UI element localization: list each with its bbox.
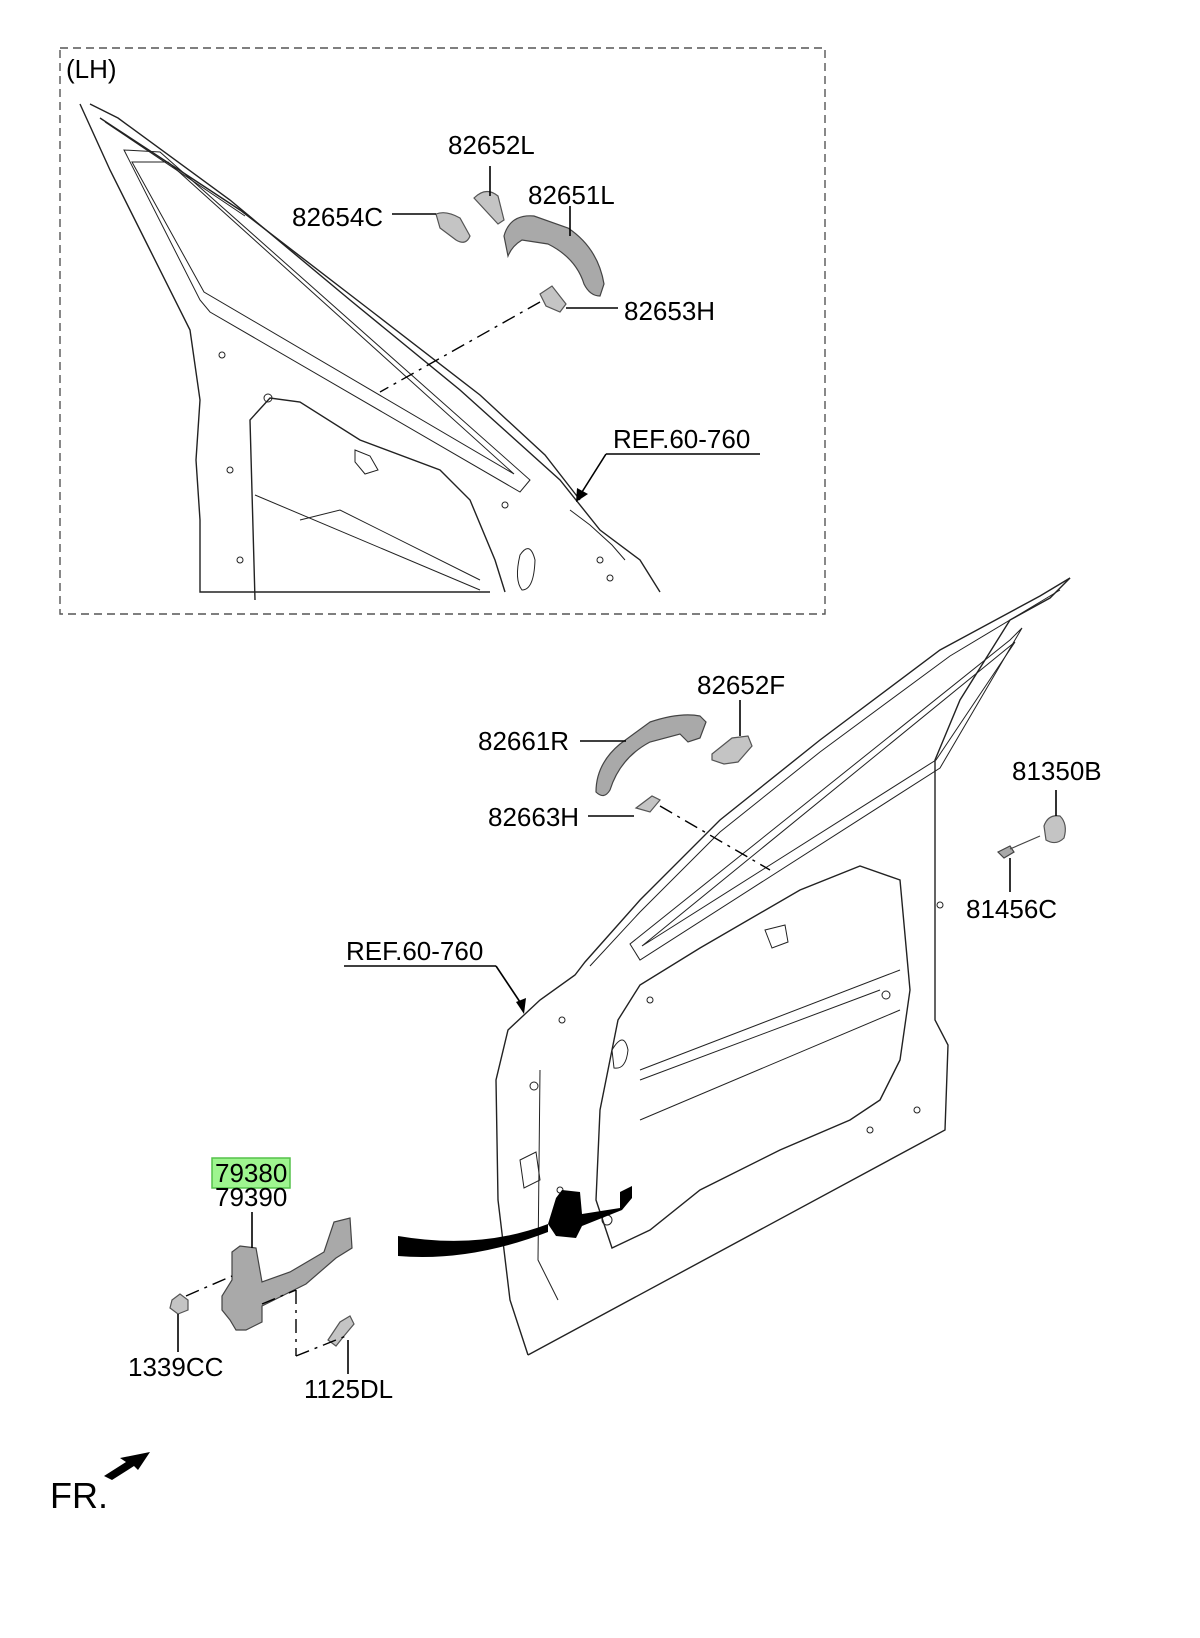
inset-frame — [59, 47, 826, 615]
rh-pad-label: 82663H — [488, 802, 579, 832]
lh-cover-cap-label: 82652L — [448, 130, 535, 160]
checker-part-label-highlighted[interactable]: 79380 — [215, 1158, 287, 1188]
bolt-1339cc-label: 1339CC — [128, 1352, 223, 1382]
bolt-1125dl-label: 1125DL — [304, 1374, 393, 1404]
rh-door: 82652F 82661R 82663H 81350B 81456C REF.6… — [344, 577, 1102, 1356]
rh-bumper-label: 81350B — [1012, 756, 1102, 786]
lh-gasket-shape — [435, 212, 471, 243]
rh-screw-label: 81456C — [966, 894, 1057, 924]
pointer-sweep — [398, 1224, 548, 1257]
front-direction-indicator: FR. — [50, 1452, 150, 1516]
lh-handle-shape — [503, 215, 605, 297]
rh-handle-shape — [595, 714, 707, 797]
rh-cover-cap-label: 82652F — [697, 670, 785, 700]
front-arrow-icon — [104, 1452, 150, 1480]
lh-inset: (LH) — [59, 47, 826, 615]
bolt-1339cc-shape — [169, 1293, 189, 1315]
lh-pad-label: 82653H — [624, 296, 715, 326]
bolt-1125dl-shape — [327, 1315, 355, 1347]
door-checker-group: 79380 79390 1339CC 1125DL — [128, 1157, 632, 1404]
installed-checker-shape — [548, 1186, 632, 1238]
lh-door-outline — [79, 103, 661, 601]
lh-cover-cap-shape — [473, 190, 505, 225]
front-label: FR. — [50, 1475, 108, 1516]
lh-gasket-label: 82654C — [292, 202, 383, 232]
checker-arm-shape — [221, 1217, 353, 1331]
lh-handle-label: 82651L — [528, 180, 615, 210]
lh-pad-shape — [539, 285, 567, 313]
checker-part-label-alt: 79390 — [215, 1182, 287, 1212]
rh-handle-label: 82661R — [478, 726, 569, 756]
lh-reference-label: REF.60-760 — [613, 424, 750, 454]
highlight-box — [211, 1157, 291, 1189]
rh-screw-shape — [996, 835, 1041, 859]
rh-bumper-shape — [1043, 815, 1066, 844]
rh-reference-label: REF.60-760 — [346, 936, 483, 966]
rh-cover-cap-shape — [711, 735, 753, 765]
rh-pad-shape — [634, 795, 661, 813]
inset-side-label: (LH) — [66, 54, 117, 84]
